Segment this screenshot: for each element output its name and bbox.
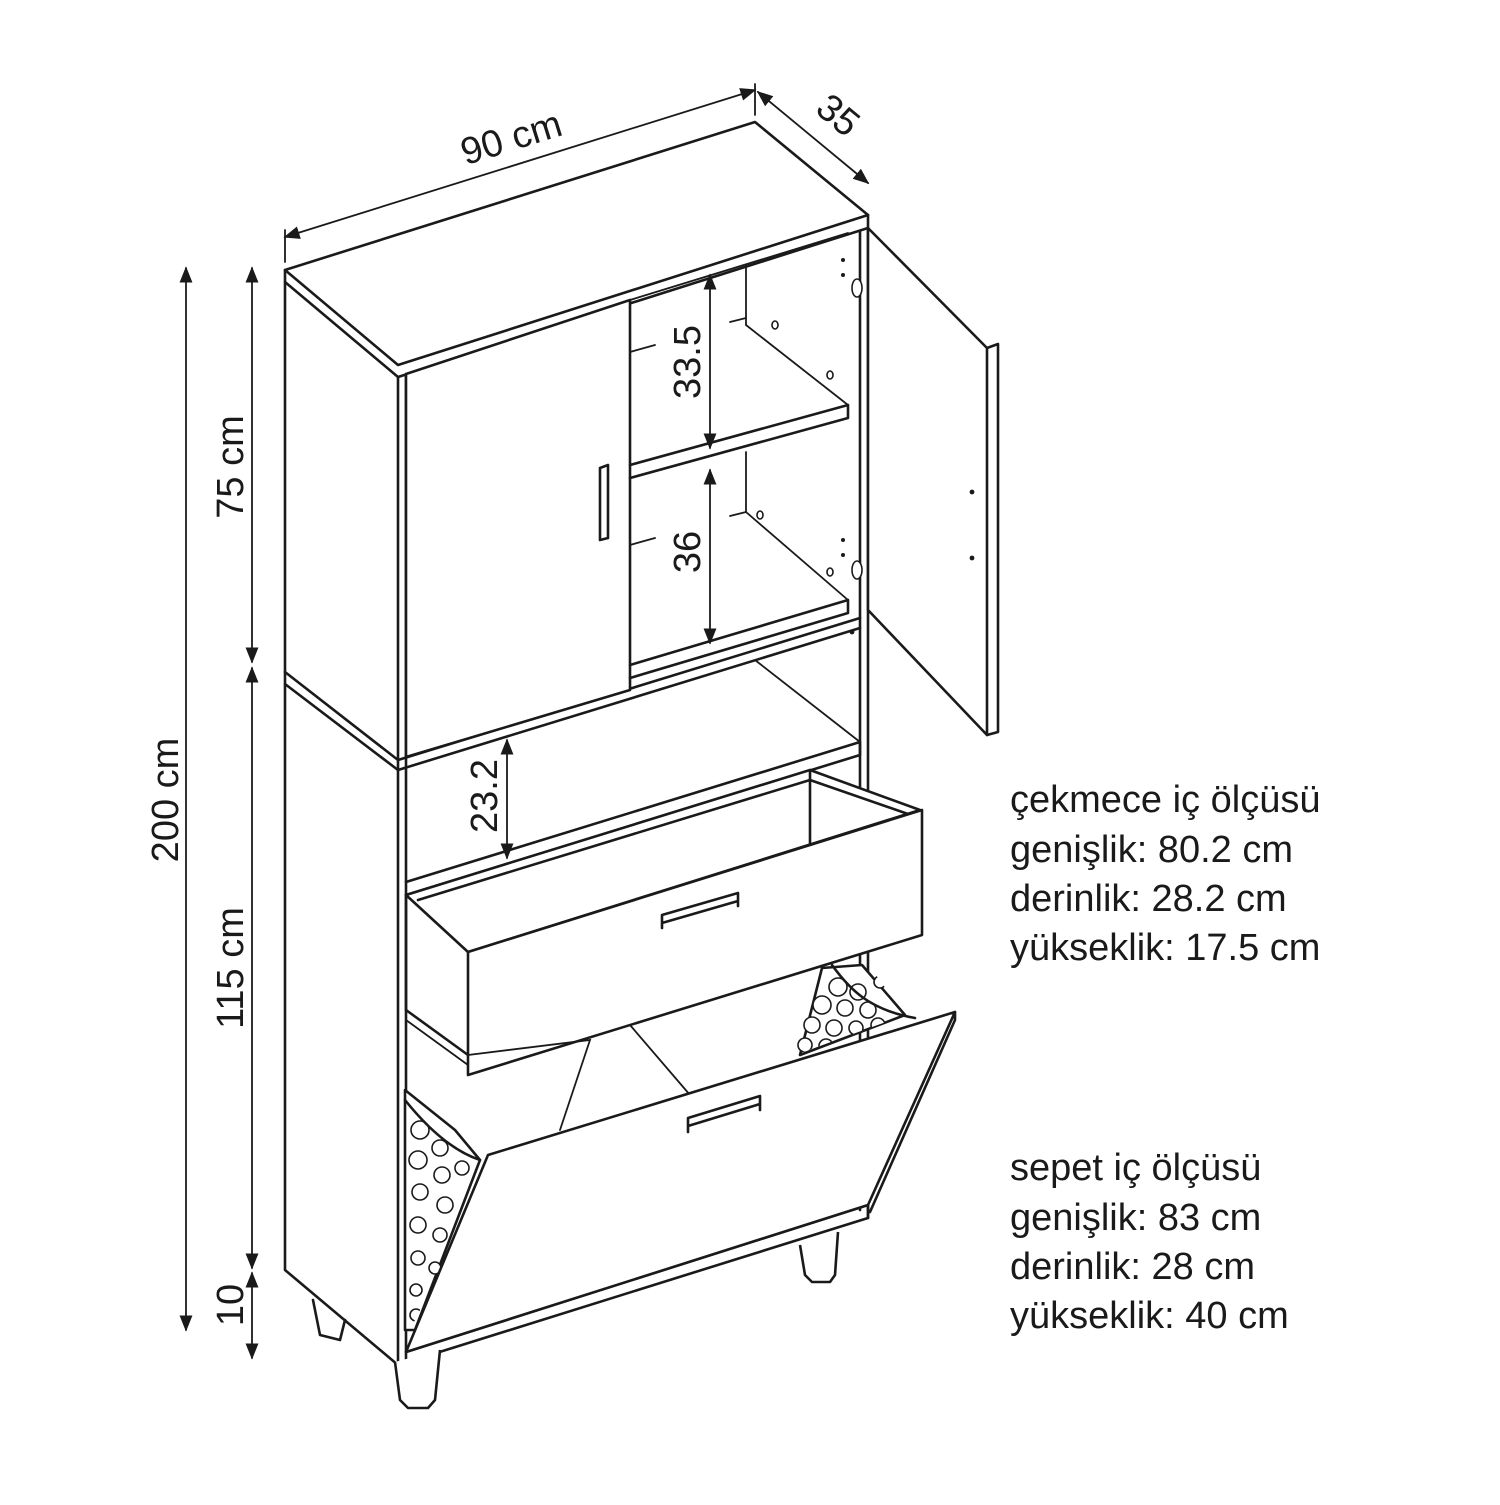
open-door[interactable]	[866, 226, 989, 737]
total-height-label: 200 cm	[145, 738, 187, 863]
door-handle-icon[interactable]	[598, 463, 610, 542]
basket-spec-width: genişlik: 83 cm	[1010, 1197, 1261, 1239]
width-label: 90 cm	[456, 103, 567, 174]
upper-height-label: 75 cm	[210, 415, 252, 518]
upper-compartment	[404, 226, 1000, 759]
leg-height-label: 10	[210, 1284, 252, 1326]
drawer-spec: çekmece iç ölçüsü genişlik: 80.2 cm deri…	[1010, 779, 1320, 969]
drawer-spec-height: yükseklik: 17.5 cm	[1010, 927, 1320, 969]
drawer-spec-width: genişlik: 80.2 cm	[1010, 829, 1293, 871]
basket-spec-height: yükseklik: 40 cm	[1010, 1295, 1289, 1337]
lower-height-label: 115 cm	[210, 907, 252, 1029]
drawer-spec-title: çekmece iç ölçüsü	[1010, 779, 1320, 821]
laundry-basket[interactable]	[403, 957, 957, 1354]
depth-label: 35	[808, 86, 867, 145]
basket-mesh-pattern	[408, 1120, 470, 1322]
hinge-icon	[851, 560, 863, 580]
cabinet-legs	[311, 1231, 840, 1410]
dimension-lines	[179, 83, 870, 1360]
basket-handle-icon[interactable]	[686, 1094, 762, 1134]
drawer-spec-depth: derinlik: 28.2 cm	[1010, 878, 1287, 920]
basket-spec: sepet iç ölçüsü genişlik: 83 cm derinlik…	[1010, 1147, 1289, 1337]
lower-shelf-label: 36	[667, 531, 709, 573]
drawer-handle-icon[interactable]	[660, 891, 740, 930]
upper-shelf-label: 33.5	[667, 325, 709, 399]
basket-spec-title: sepet iç ölçüsü	[1010, 1147, 1261, 1189]
basket-spec-depth: derinlik: 28 cm	[1010, 1246, 1255, 1288]
drawer[interactable]	[404, 768, 924, 1077]
open-shelf-label: 23.2	[464, 759, 506, 833]
shelf-pin-holes	[756, 258, 845, 577]
hinge-icon	[851, 278, 863, 298]
